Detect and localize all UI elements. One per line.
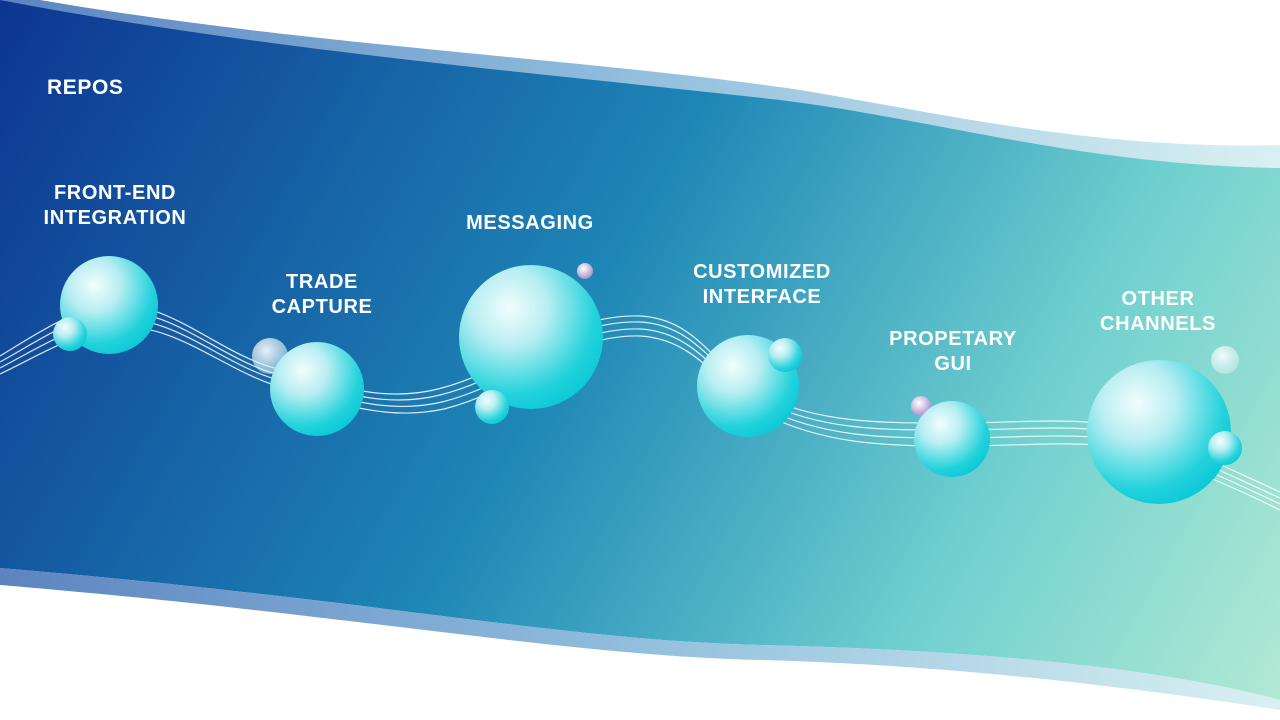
stage-label-line1: FRONT-END <box>53 182 177 204</box>
purple-bubble-messaging <box>577 263 593 279</box>
stage-label-line1: CUSTOMIZED <box>693 261 831 283</box>
stage-label-line1: MESSAGING <box>466 212 594 234</box>
stage-label-line2: INTEGRATION <box>43 207 187 229</box>
sphere-other-channels <box>1087 360 1231 504</box>
stage-label-trade-capture: TRADE CAPTURE <box>232 270 412 320</box>
stage-label-line1: OTHER <box>1121 288 1195 310</box>
stage-label-front-end-integration: FRONT-END INTEGRATION <box>25 181 205 231</box>
sphere-propetary-gui <box>914 401 990 477</box>
small-sphere-messaging <box>475 390 509 424</box>
small-sphere-channels <box>1208 431 1242 465</box>
stage-label-other-channels: OTHER CHANNELS <box>1068 287 1248 337</box>
stage-label-line2: GUI <box>934 353 972 375</box>
purple-bubble-gui <box>911 396 931 416</box>
stage-label-customized-interface: CUSTOMIZED INTERFACE <box>672 260 852 310</box>
small-sphere-customized <box>768 338 802 372</box>
small-sphere-front-end <box>53 317 87 351</box>
sphere-trade-capture <box>270 342 364 436</box>
stage-label-line2: INTERFACE <box>702 286 822 308</box>
sphere-messaging <box>459 265 603 409</box>
slide-title: REPOS <box>47 76 124 99</box>
stage-label-line2: CHANNELS <box>1100 313 1216 335</box>
pale-bubble-channels <box>1211 346 1239 374</box>
stage-label-messaging: MESSAGING <box>440 211 620 236</box>
stage-label-line2: CAPTURE <box>271 296 373 318</box>
stage-label-propetary-gui: PROPETARY GUI <box>863 327 1043 377</box>
stage-label-line1: TRADE <box>286 271 358 293</box>
stage-label-line1: PROPETARY <box>889 328 1017 350</box>
